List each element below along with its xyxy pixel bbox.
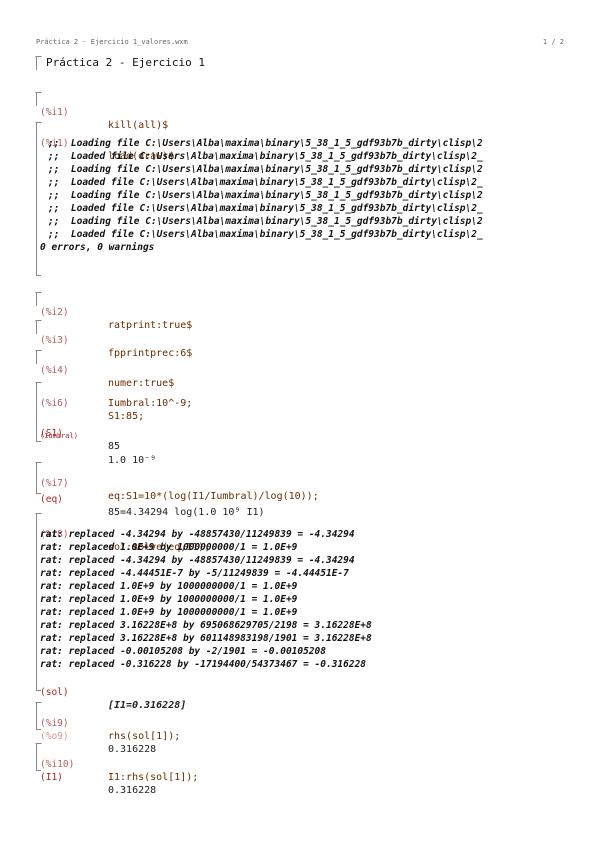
cell-bracket[interactable] [36,56,43,70]
input-code[interactable]: I1:rhs(sol[1]); [108,772,199,783]
input-cell[interactable]: (%i10) I1:rhs(sol[1]); [40,745,599,784]
output-label: (Iumbral) [40,432,78,440]
input-code[interactable]: ratprint:true$ [108,320,193,331]
input-cell[interactable]: (%i6) S1:85; Iumbral:10^-9; [40,384,599,436]
output-messages: rat: replaced -4.34294 by -48857430/1124… [40,528,599,684]
output-label: (S1) [40,428,63,439]
cell-bracket[interactable] [36,122,43,276]
input-label: (%i2) [40,307,69,318]
message-line: ;; Loading file C:\Users\Alba\maxima\bin… [48,138,483,149]
input-label: (%i9) [40,718,69,729]
input-code[interactable]: eq:S1=10*(log(I1/Iumbral)/log(10)); [108,491,319,502]
message-line: rat: replaced 1.0E+9 by 1000000000/1 = 1… [40,581,298,592]
input-code-line[interactable]: Iumbral:10^-9; [108,398,193,409]
input-label: (%i10) [40,759,75,770]
input-cell[interactable]: (%i2) ratprint:true$ [40,293,599,332]
cell-bracket[interactable] [36,382,43,442]
input-cell[interactable]: (%i3) fpprintprec:6$ [40,321,599,360]
input-label: (%i6) [40,398,69,409]
input-cell[interactable]: (%i1) kill(all)$ [40,93,599,132]
message-line: ;; Loading file C:\Users\Alba\maxima\bin… [48,190,483,201]
message-line: ;; Loaded file C:\Users\Alba\maxima\bina… [48,177,483,188]
cell-bracket[interactable] [36,743,43,771]
file-name: Práctica 2 - Ejercicio 1_valores.wxm [36,38,188,46]
input-cell[interactable]: (%i9) rhs(sol[1]); [40,704,599,743]
output-label: (sol) [40,687,69,698]
output-value: 85 [108,441,121,452]
message-line: rat: replaced 1.0E+9 by 1000000000/1 = 1… [40,594,298,605]
page-header: Práctica 2 - Ejercicio 1_valores.wxm 1 /… [36,38,564,46]
input-label: (%i1) [40,138,69,149]
input-cell[interactable]: (%i4) numer:true$ [40,351,599,390]
output-cell: (sol) [I1=0.316228] [40,673,599,712]
message-line: rat: replaced 1.0E+9 by 1000000000/1 = 1… [40,542,298,553]
message-line: rat: replaced -4.34294 by -48857430/1124… [40,529,355,540]
message-line: rat: replaced -4.34294 by -48857430/1124… [40,555,355,566]
output-label: (I1) [40,772,63,783]
input-code[interactable]: fpprintprec:6$ [108,348,193,359]
input-label: (%i8) [40,529,69,540]
message-line: ;; Loaded file C:\Users\Alba\maxima\bina… [48,151,483,162]
message-line: rat: replaced -0.00105208 by -2/1901 = -… [40,646,326,657]
message-line: ;; Loaded file C:\Users\Alba\maxima\bina… [48,203,483,214]
output-cell: (Iumbral) 1.0 10⁻⁹ [40,428,599,467]
output-label: (%o9) [40,731,69,742]
page-number: 1 / 2 [542,38,564,46]
page-title: Práctica 2 - Ejercicio 1 [46,56,205,69]
input-label: (%i3) [40,335,69,346]
input-code[interactable]: rhs(sol[1]); [108,731,181,742]
message-line: 0 errors, 0 warnings [40,242,155,253]
cell-bracket[interactable] [36,350,43,364]
input-code[interactable]: numer:true$ [108,378,175,389]
input-label: (%i4) [40,365,69,376]
input-label: (%i1) [40,107,69,118]
message-line: rat: replaced -4.44451E-7 by -5/11249839… [40,568,349,579]
output-value: 1.0 10⁻⁹ [108,455,157,466]
cell-bracket[interactable] [36,320,43,334]
message-line: rat: replaced 3.16228E+8 by 695068629705… [40,620,372,631]
cell-bracket[interactable] [36,292,43,306]
input-cell[interactable]: (%i8) sol:solve(eq,I1); [40,515,599,554]
message-line: rat: replaced 1.0E+9 by 1000000000/1 = 1… [40,607,298,618]
message-line: rat: replaced -0.316228 by -17194400/543… [40,659,367,670]
cell-bracket[interactable] [36,92,43,106]
output-value: 85=4.34294 log(1.0 10⁹ I1) [108,507,265,518]
input-cell[interactable]: (%i7) eq:S1=10*(log(I1/Iumbral)/log(10))… [40,464,599,503]
output-value: 0.316228 [108,785,157,796]
input-code[interactable]: kill(all)$ [108,120,169,131]
input-label: (%i7) [40,478,69,489]
output-cell: (S1) 85 [40,414,599,453]
cell-bracket[interactable] [36,462,43,494]
cell-bracket[interactable] [36,513,43,691]
message-line: ;; Loading file C:\Users\Alba\maxima\bin… [48,164,483,175]
output-label: (eq) [40,494,63,505]
output-cell: (I1) 0.316228 [40,758,599,797]
input-code[interactable]: S1:85; [108,411,145,422]
output-value: [I1=0.316228] [108,700,187,711]
input-code[interactable]: sol:solve(eq,I1); [108,542,211,553]
output-cell: (%o9) 0.316228 [40,717,599,756]
input-code[interactable]: load(draw)$ [108,151,175,162]
message-line: rat: replaced 3.16228E+8 by 601148983198… [40,633,372,644]
cell-bracket[interactable] [36,702,43,730]
input-cell[interactable]: (%i1) load(draw)$ [40,124,599,163]
output-messages: ;; Loading file C:\Users\Alba\maxima\bin… [40,137,599,267]
message-line: ;; Loaded file C:\Users\Alba\maxima\bina… [48,229,483,240]
message-line: ;; Loading file C:\Users\Alba\maxima\bin… [48,216,483,227]
output-cell: (eq) 85=4.34294 log(1.0 10⁹ I1) [40,480,599,519]
output-value: 0.316228 [108,744,157,755]
